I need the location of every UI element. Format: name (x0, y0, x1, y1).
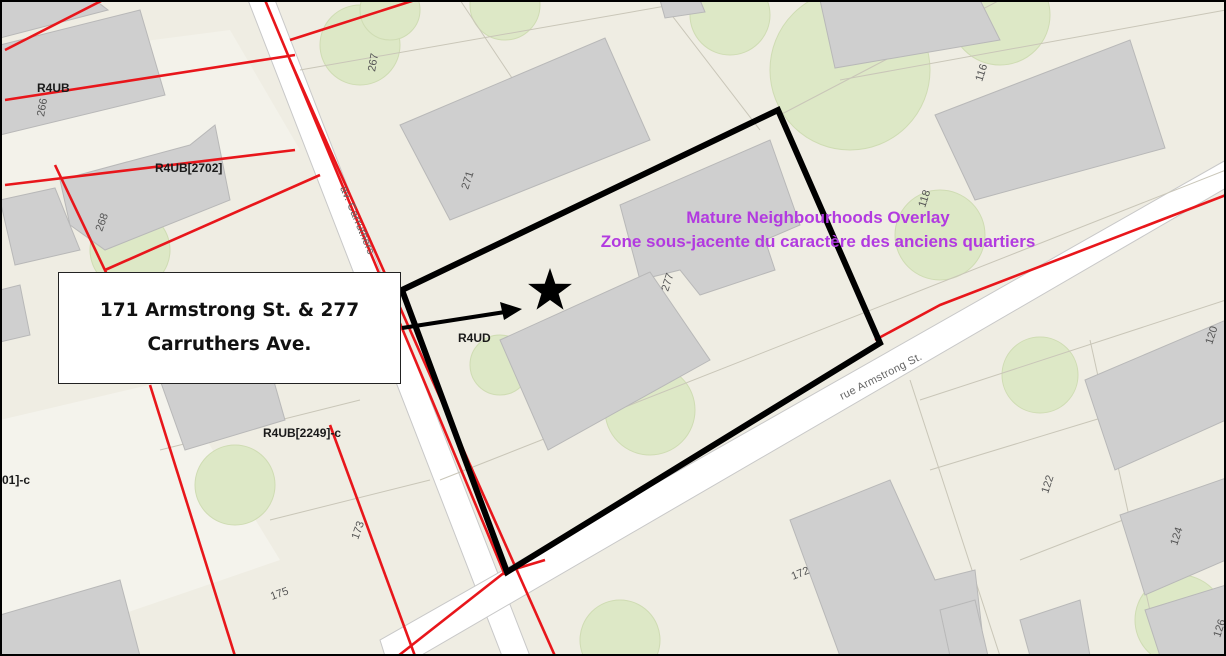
site-address-callout: 171 Armstrong St. & 277 Carruthers Ave. (58, 272, 401, 384)
overlay-label-fr: Zone sous-jacente du caractère des ancie… (601, 232, 1036, 251)
address-label: 124 (1168, 526, 1185, 547)
overlay-label-en: Mature Neighbourhoods Overlay (686, 208, 950, 227)
callout-line-1: 171 Armstrong St. & 277 (99, 300, 360, 321)
zone-label: R4UD (458, 331, 491, 345)
address-label: 175 (269, 585, 290, 603)
zone-label: R4UB[2702] (155, 161, 222, 175)
arrow-icon (401, 302, 522, 330)
address-label: 277 (659, 272, 676, 293)
address-label: 268 (94, 212, 112, 233)
address-label: 122 (1039, 474, 1056, 495)
address-label: 266 (35, 97, 50, 117)
zone-label: 01]-c (2, 473, 30, 487)
address-label: 116 (973, 63, 990, 83)
address-label: 271 (459, 170, 476, 191)
zoning-boundaries (4, 0, 1226, 656)
address-label: 120 (1203, 325, 1220, 346)
callout-line-2: Carruthers Ave. (147, 334, 312, 355)
road-armstrong (379, 159, 1226, 656)
star-icon (528, 268, 572, 310)
zone-label: R4UB (37, 81, 70, 95)
address-label: 267 (366, 52, 381, 72)
address-label: 126 (1211, 618, 1226, 639)
site-outline (398, 105, 884, 577)
zone-label: R4UB[2249]-c (263, 426, 341, 440)
address-label: 118 (916, 189, 933, 209)
address-label: 173 (350, 520, 368, 541)
lot-area (0, 380, 280, 656)
